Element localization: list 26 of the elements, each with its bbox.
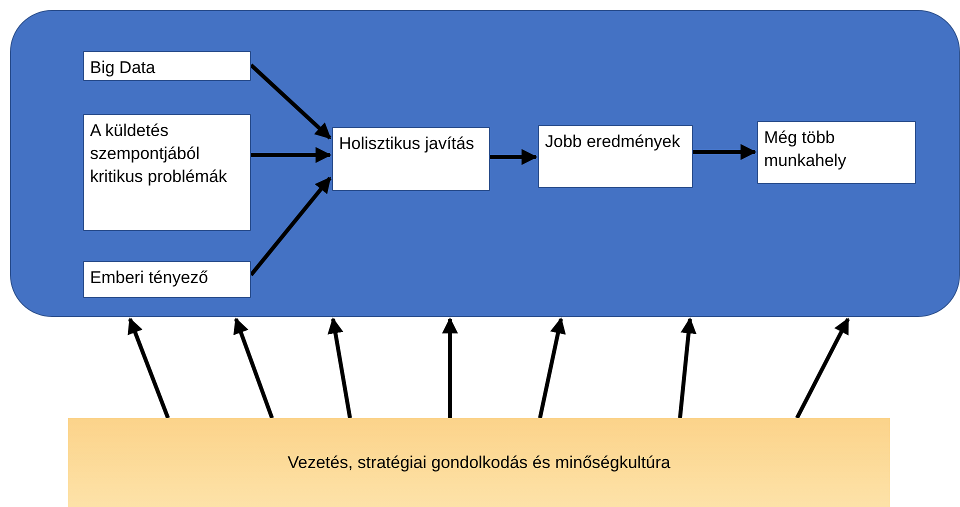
box-label: Még több munkahely [764, 128, 846, 170]
arrow [328, 317, 352, 418]
box-label: Vezetés, stratégiai gondolkodás és minőségkultúra [288, 452, 670, 472]
arrow [233, 318, 274, 419]
arrow [442, 317, 458, 418]
arrow [250, 64, 332, 140]
arrow [251, 147, 332, 163]
process-box [757, 121, 916, 184]
arrow [128, 318, 170, 419]
arrow [538, 317, 566, 418]
process-box [538, 125, 693, 188]
process-box [332, 127, 490, 191]
process-box [83, 51, 251, 81]
arrow [249, 176, 332, 276]
rounded-panel [10, 10, 960, 317]
process-box [83, 261, 251, 298]
process-box [83, 114, 251, 231]
box-label: Emberi tényező [90, 268, 208, 287]
box-label: A küldetés szempontjából kritikus problémák [90, 121, 227, 186]
arrow [795, 318, 850, 419]
arrow [490, 149, 538, 165]
arrow [678, 317, 696, 418]
box-label: Big Data [90, 58, 156, 77]
box-label: Jobb eredmények [545, 132, 680, 151]
arrow [693, 144, 757, 160]
box-label: Holisztikus javítás [339, 134, 474, 153]
